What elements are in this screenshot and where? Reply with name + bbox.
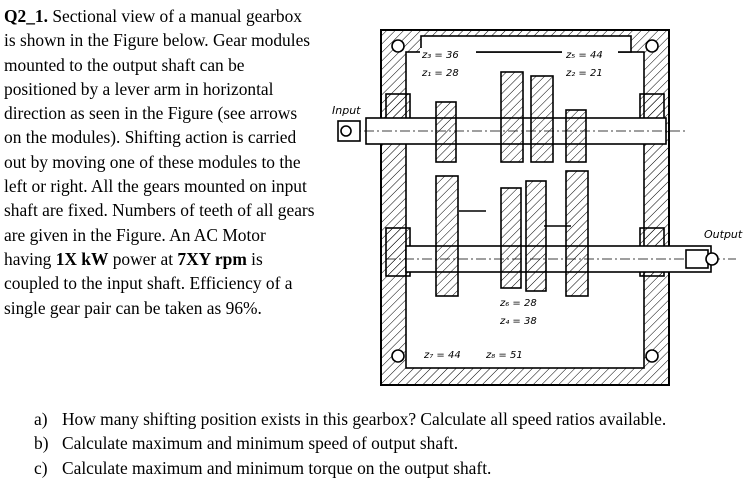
problem-text-3: is coupled to the input shaft. Efficienc…	[4, 248, 293, 318]
problem-statement: Q2_1. Sectional view of a manual gearbox…	[4, 4, 316, 320]
motor-speed: 7XY rpm	[177, 248, 247, 269]
question-c: c)Calculate maximum and minimum torque o…	[34, 457, 492, 478]
bolt-icon	[645, 39, 659, 53]
gear-z7	[435, 175, 459, 297]
gear-z8	[565, 170, 589, 297]
problem-text-2: power at	[108, 248, 178, 269]
questions-list: a)How many shifting position exists in t…	[34, 407, 746, 480]
gear-label-z1: z₁ = 28	[421, 68, 459, 79]
question-a: a)How many shifting position exists in t…	[34, 409, 667, 429]
motor-power: 1X kW	[55, 248, 109, 269]
gear-label-z2: z₂ = 21	[565, 68, 603, 79]
input-label: Input	[332, 104, 361, 117]
gear-label-z6: z₆ = 28	[499, 298, 537, 309]
gear-label-z7: z₇ = 44	[423, 350, 461, 361]
gear-z2	[565, 109, 587, 163]
bolt-icon	[645, 349, 659, 363]
bolt-icon	[391, 39, 405, 53]
gear-label-z4: z₄ = 38	[499, 316, 537, 327]
gear-label-z3: z₃ = 36	[421, 50, 459, 61]
gear-z1	[435, 101, 457, 163]
problem-id: Q2_1.	[4, 6, 48, 26]
output-label: Output	[704, 228, 743, 241]
gear-z6	[500, 187, 522, 289]
gearbox-figure: Input Output z₃ = 36 z₁ = 28 z₅ = 44 z₂ …	[332, 29, 743, 386]
problem-text-1: Sectional view of a manual gearbox is sh…	[4, 6, 315, 269]
bolt-icon	[391, 349, 405, 363]
gear-z4	[525, 180, 547, 292]
gear-z5	[530, 75, 554, 163]
gear-z3	[500, 71, 524, 163]
gear-label-z8: z₈ = 51	[485, 350, 523, 361]
question-b: b)Calculate maximum and minimum speed of…	[34, 433, 459, 454]
gear-label-z5: z₅ = 44	[565, 50, 603, 61]
